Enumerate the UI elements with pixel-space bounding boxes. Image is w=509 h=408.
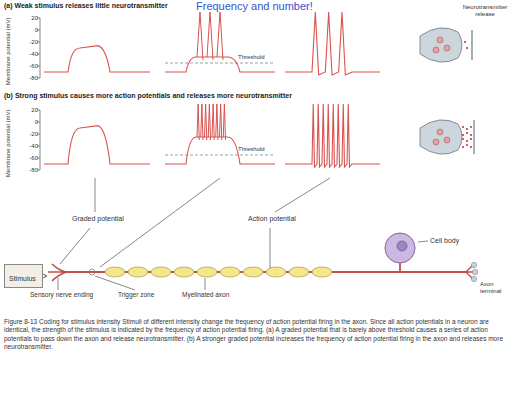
tick-label: -40: [14, 143, 38, 150]
membrane-plots: [37, 12, 380, 170]
synapse-icon: [420, 120, 474, 154]
part-label: Action potential: [248, 215, 296, 223]
leader-lines: [58, 178, 428, 290]
trace-line: [197, 104, 226, 140]
tick-label: 20: [14, 107, 38, 114]
tick-label: -40: [14, 51, 38, 58]
box-text: Stimulus: [9, 275, 36, 282]
stimulus-box: Stimulus: [4, 264, 43, 288]
trace-line: [165, 155, 275, 156]
part-label: Myelinated axon: [182, 291, 229, 298]
trace-line: [197, 12, 223, 60]
tick-label: -60: [14, 63, 38, 70]
trace-line: [285, 104, 380, 167]
part-label: Graded potential: [72, 215, 124, 223]
part-label: (a) Weak stimulus releases little neurot…: [4, 2, 168, 10]
trace-line: [44, 126, 150, 164]
tick-label: -20: [14, 39, 38, 46]
figure-caption: Figure 8-13 Coding for stimulus intensit…: [4, 318, 504, 352]
neuron: [48, 233, 478, 282]
tick-label: -80: [14, 167, 38, 174]
part-label: Neurotransmitter release: [462, 4, 508, 17]
tick-label: -20: [14, 131, 38, 138]
note-text: Frequency and number!: [196, 0, 313, 12]
tick-label: 0: [14, 27, 38, 34]
part-label: Membrane potential (mV): [5, 11, 12, 91]
part-label: Membrane potential (mV): [5, 103, 12, 183]
part-label: Cell body: [430, 237, 459, 245]
trace-line: [285, 12, 380, 75]
trace-line: [44, 46, 150, 72]
part-label: Axon terminal: [480, 281, 506, 294]
tick-label: -60: [14, 155, 38, 162]
trace-line: [165, 137, 275, 164]
trace-line: [165, 63, 275, 64]
tick-label: 0: [14, 119, 38, 126]
synapse-icon: [420, 28, 472, 62]
tick-label: 20: [14, 15, 38, 22]
tick-label: -80: [14, 75, 38, 82]
part-label: Threshold: [238, 54, 265, 61]
part-label: Threshold: [238, 146, 265, 153]
part-label: Trigger zone: [118, 291, 154, 298]
part-label: Sensory nerve ending: [30, 291, 93, 298]
part-label: (b) Strong stimulus causes more action p…: [4, 92, 292, 100]
